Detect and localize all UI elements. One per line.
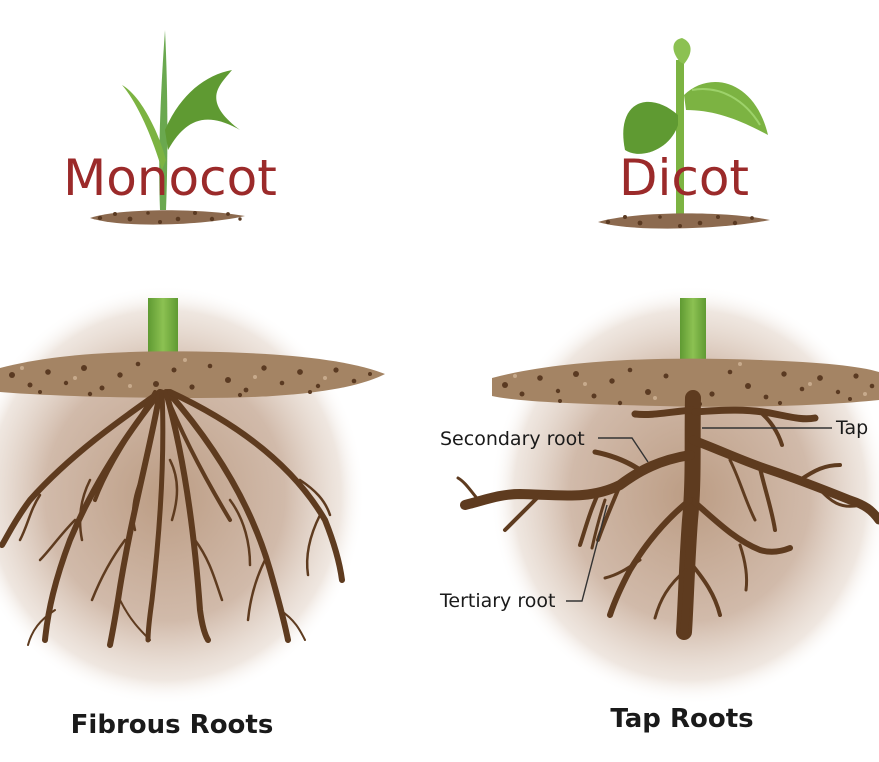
dicot-seedling	[598, 38, 770, 229]
dicot-section: Dicot	[439, 38, 879, 734]
dicot-label-tertiary-root: Tertiary root	[439, 590, 555, 612]
monocot-title: Monocot	[63, 149, 277, 207]
dicot-title: Dicot	[619, 149, 749, 207]
dicot-tertiary-root	[590, 498, 607, 550]
dicot-label-lines	[566, 427, 832, 602]
monocot-section: Monocot	[0, 30, 385, 740]
monocot-soil-band	[0, 351, 385, 398]
dicot-stem	[680, 298, 706, 364]
dicot-label-secondary-root: Secondary root	[440, 428, 585, 450]
dicot-soil-band	[492, 358, 879, 407]
dicot-caption: Tap Roots	[610, 704, 753, 734]
monocot-stem	[148, 298, 178, 360]
monocot-seedling	[90, 30, 245, 225]
dicot-tap-roots	[456, 390, 879, 640]
dicot-label-tap-root: Tap	[835, 417, 868, 439]
monocot-fibrous-roots	[0, 389, 345, 648]
monocot-caption: Fibrous Roots	[71, 710, 274, 740]
dicot-secondary-root	[460, 450, 695, 510]
